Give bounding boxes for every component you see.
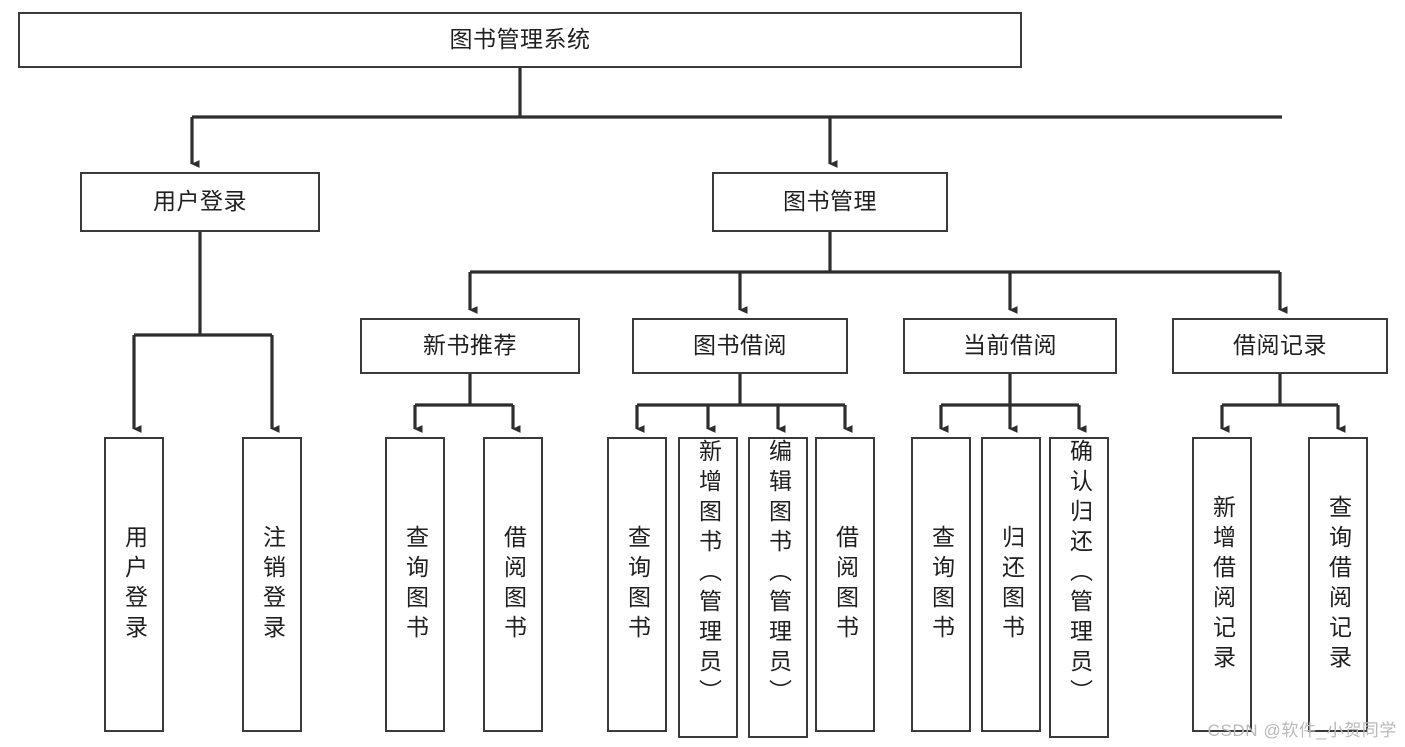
leaf-book-borrow-add-book-admin[interactable]: 新增图书（管理员）	[678, 437, 738, 738]
leaf-book-borrow-borrow-book[interactable]: 借阅图书	[815, 437, 875, 732]
leaf-current-borrow-query-book[interactable]: 查询图书	[911, 437, 971, 732]
node-label: 图书管理	[783, 188, 877, 215]
leaf-borrow-records-add-record[interactable]: 新增借阅记录	[1192, 437, 1252, 732]
leaf-user-login-login[interactable]: 用户登录	[104, 437, 164, 732]
node-label: 查询借阅记录	[1325, 494, 1352, 675]
node-book-management[interactable]: 图书管理	[712, 172, 948, 232]
node-label: 确认归还（管理员）	[1066, 439, 1093, 709]
node-label: 查询图书	[624, 524, 651, 645]
node-label: 借阅图书	[500, 524, 527, 645]
node-label: 用户登录	[121, 524, 148, 645]
leaf-current-borrow-return-book[interactable]: 归还图书	[981, 437, 1041, 732]
node-new-book-recommend[interactable]: 新书推荐	[360, 318, 580, 374]
node-label: 查询图书	[402, 524, 429, 645]
node-current-borrow[interactable]: 当前借阅	[903, 318, 1117, 374]
leaf-book-borrow-edit-book-admin[interactable]: 编辑图书（管理员）	[748, 437, 808, 738]
node-label: 用户登录	[153, 188, 247, 215]
node-label: 归还图书	[998, 524, 1025, 645]
node-label: 新增借阅记录	[1209, 494, 1236, 675]
leaf-new-book-query-book[interactable]: 查询图书	[385, 437, 445, 732]
node-label: 图书管理系统	[449, 26, 591, 53]
node-user-login[interactable]: 用户登录	[80, 172, 320, 232]
watermark-csdn: CSDN @软件_小贺同学	[1207, 721, 1397, 740]
node-borrow-records[interactable]: 借阅记录	[1172, 318, 1388, 374]
node-label: 编辑图书（管理员）	[765, 439, 792, 709]
node-label: 新增图书（管理员）	[695, 439, 722, 709]
node-book-borrow[interactable]: 图书借阅	[632, 318, 848, 374]
leaf-new-book-borrow-book[interactable]: 借阅图书	[483, 437, 543, 732]
node-label: 注销登录	[259, 524, 286, 645]
node-label: 新书推荐	[423, 332, 517, 359]
leaf-user-login-logout[interactable]: 注销登录	[242, 437, 302, 732]
node-label: 当前借阅	[963, 332, 1057, 359]
leaf-borrow-records-query-record[interactable]: 查询借阅记录	[1308, 437, 1368, 732]
node-label: 图书借阅	[693, 332, 787, 359]
node-root-book-management-system[interactable]: 图书管理系统	[18, 12, 1022, 68]
node-label: 借阅记录	[1233, 332, 1327, 359]
leaf-current-borrow-confirm-return-admin[interactable]: 确认归还（管理员）	[1049, 437, 1109, 738]
node-label: 借阅图书	[832, 524, 859, 645]
node-label: 查询图书	[928, 524, 955, 645]
leaf-book-borrow-query-book[interactable]: 查询图书	[607, 437, 667, 732]
